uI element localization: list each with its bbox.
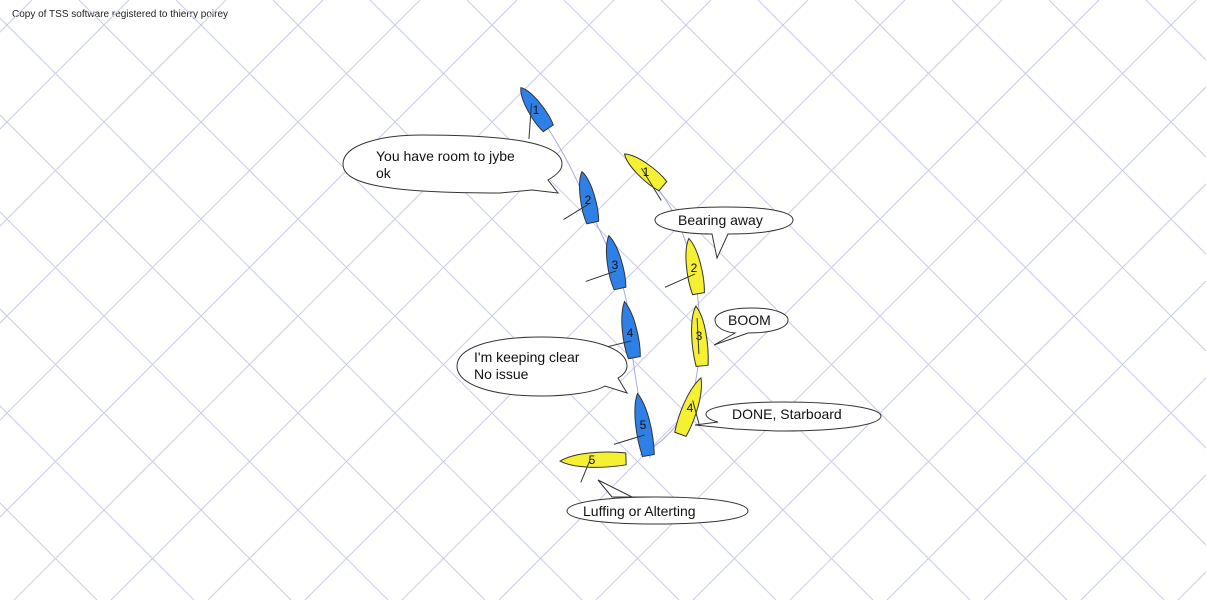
grid-line [13, 0, 615, 600]
yellow-boat: 3 [691, 305, 709, 368]
blue-boat: 1 [520, 86, 554, 139]
speech-bubble-room-to-jybe: You have room to jybe ok [342, 134, 563, 194]
speech-bubble-done-starboard: DONE, Starboard [694, 401, 882, 432]
grid-line [466, 0, 1068, 600]
grid-line [757, 0, 1206, 449]
grid-line [983, 377, 1206, 600]
boat-number: 4 [627, 326, 634, 340]
speech-bubble-bearing-away: Bearing away [654, 206, 794, 260]
grid-line [369, 0, 971, 600]
blue-boat: 3 [585, 234, 627, 291]
boat-number: 1 [533, 103, 540, 117]
yellow-boat: 5 [559, 451, 627, 483]
grid-line [0, 0, 421, 421]
grid-line [854, 0, 1206, 352]
grid-line [692, 86, 1206, 600]
bubble-text: ok [376, 165, 392, 181]
grid-line [0, 114, 486, 600]
grid-line [951, 0, 1206, 255]
grid-line [0, 17, 583, 600]
grid-line [207, 0, 809, 600]
bubble-text: You have room to jybe [376, 148, 515, 164]
boat-number: 5 [640, 418, 647, 432]
boat-number: 1 [643, 165, 650, 179]
grid-line [272, 0, 874, 600]
grid-line [1048, 0, 1206, 158]
grid-line [0, 502, 98, 600]
grid-line [0, 0, 227, 227]
grid-line [563, 0, 1165, 600]
grid-line [0, 211, 389, 600]
blue-boat: 5 [613, 392, 655, 458]
boat-number: 2 [691, 261, 698, 275]
bubble-text: I'm keeping clear [474, 349, 580, 365]
grid-line [0, 308, 292, 600]
speech-bubble-boom: BOOM [713, 307, 789, 346]
bubble-text: No issue [474, 366, 529, 382]
grid-line [0, 0, 130, 130]
bubble-text: DONE, Starboard [732, 406, 842, 422]
grid-line [1080, 474, 1206, 600]
grid-line [789, 183, 1206, 600]
yellow-boat: 2 [664, 237, 705, 296]
grid-line [0, 0, 324, 324]
speech-bubble-luffing: Luffing or Alterting [566, 479, 749, 525]
boat-number: 3 [696, 329, 703, 343]
blue-boat: 2 [563, 170, 600, 225]
grid-line [78, 0, 680, 600]
watermark-text: Copy of TSS software registered to thier… [12, 9, 229, 20]
bubble-text: Bearing away [678, 212, 763, 228]
boat-number: 2 [585, 193, 592, 207]
yellow-boat: 1 [623, 153, 668, 201]
bubble-text: BOOM [728, 312, 771, 328]
boat-number: 4 [687, 401, 694, 415]
grid-line [660, 0, 1206, 546]
grid-line [886, 280, 1206, 600]
yellow-boat: 4 [674, 376, 702, 437]
grid-line [0, 0, 33, 33]
boat-number: 5 [589, 453, 596, 467]
grid-line [0, 405, 195, 600]
grid-line [1177, 571, 1206, 600]
bubble-text: Luffing or Alterting [583, 503, 696, 519]
boat-number: 3 [612, 258, 619, 272]
grid-line [0, 0, 518, 518]
grid-line [401, 0, 1003, 600]
grid-line [110, 0, 712, 600]
grid-line [304, 0, 906, 600]
speech-bubble-keeping-clear: I'm keeping clear No issue [456, 336, 629, 397]
